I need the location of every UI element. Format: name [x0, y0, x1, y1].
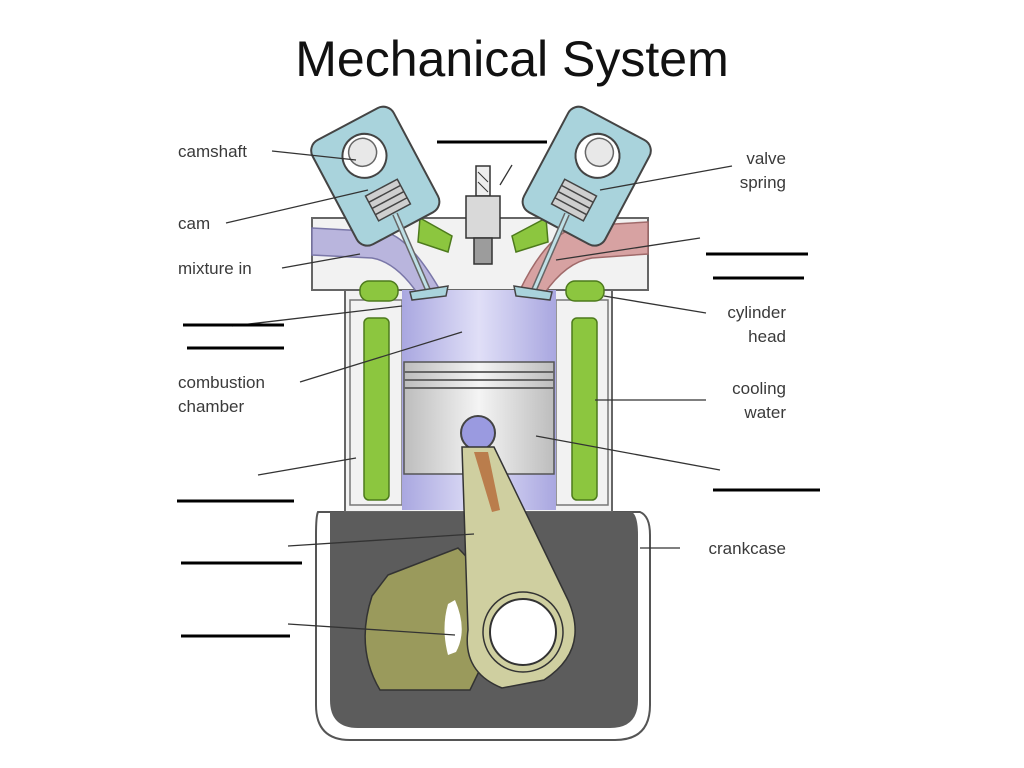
cooling-water-channel	[363, 317, 390, 501]
label-cooling-water-line2: water	[743, 403, 786, 422]
label-mixture-in: mixture in	[178, 259, 252, 278]
label-crankcase: crankcase	[709, 539, 786, 558]
label-cam: cam	[178, 214, 210, 233]
connecting-rod	[461, 446, 576, 689]
label-camshaft: camshaft	[178, 142, 247, 161]
label-combustion-chamber-line1: combustion	[178, 373, 265, 392]
cooling-water-channel	[565, 280, 605, 302]
leader-lines	[225, 150, 733, 636]
label-valve-spring-line1: valve	[746, 149, 786, 168]
cooling-water-channel	[511, 216, 549, 253]
cooling-water-channel	[417, 216, 453, 253]
camshaft-housing-right	[521, 105, 652, 247]
crankshaft-counterweight	[444, 600, 462, 655]
camshaft-housing-left	[310, 105, 441, 247]
blank-answer-lines	[177, 140, 820, 638]
label-combustion-chamber-line2: chamber	[178, 397, 244, 416]
label-cylinder-head-line2: head	[748, 327, 786, 346]
exhaust-valve	[513, 212, 570, 301]
cooling-water-channel	[571, 317, 598, 501]
label-valve-spring-line2: spring	[740, 173, 786, 192]
slide-title: Mechanical System	[295, 31, 729, 87]
cooling-water-channel	[359, 280, 399, 302]
label-cylinder-head-line1: cylinder	[727, 303, 786, 322]
label-cooling-water-line1: cooling	[732, 379, 786, 398]
intake-valve	[392, 212, 449, 301]
spark-plug	[465, 165, 501, 265]
